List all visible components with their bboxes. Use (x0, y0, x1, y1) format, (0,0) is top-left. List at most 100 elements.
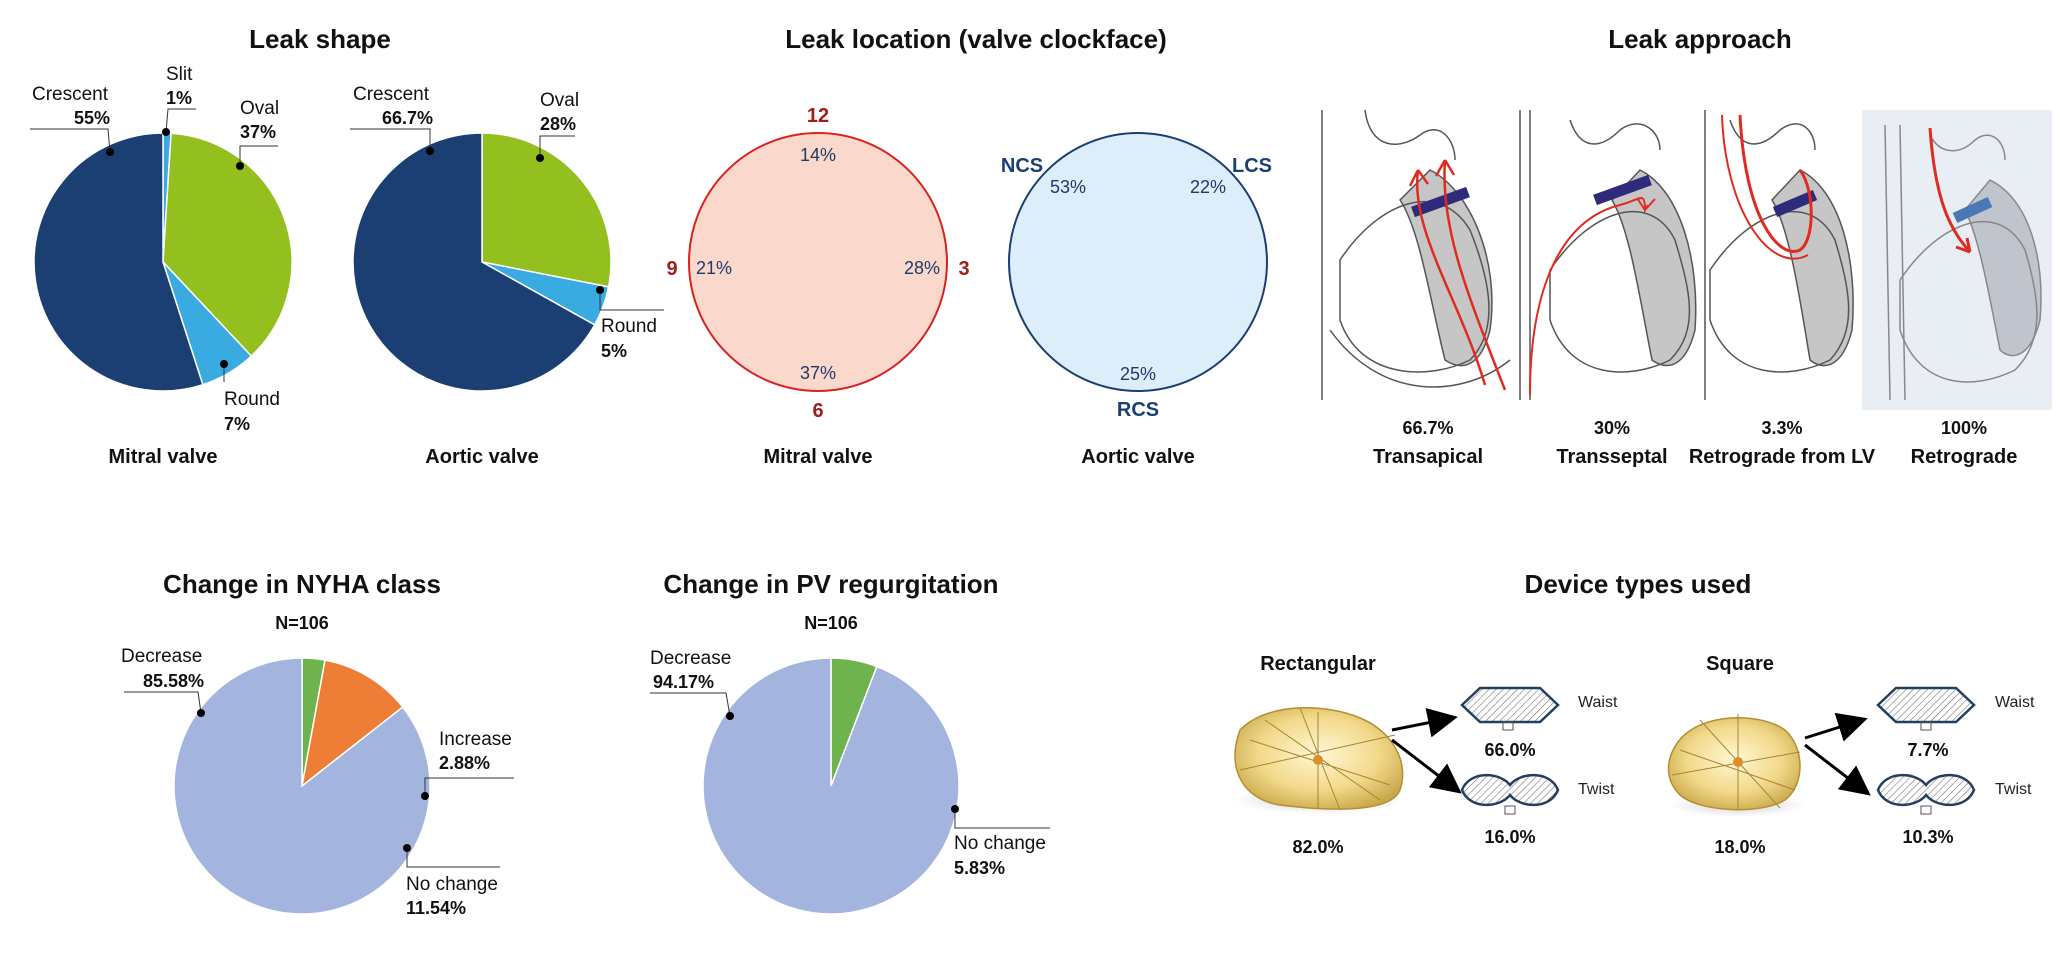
aortic-clockface: NCS LCS RCS 53% 22% 25% Aortic valve (1001, 132, 1272, 468)
dot-increase (421, 792, 429, 800)
dot-crescent (106, 148, 114, 156)
leak-location-title: Leak location (valve clockface) (785, 24, 1167, 54)
label-increase: Increase (439, 729, 512, 750)
heart-illustration-retrograde (1862, 110, 2052, 410)
mitral-clockface: 12 3 6 9 14% 28% 37% 21% Mitral valve (666, 105, 969, 468)
dot-no-change (403, 844, 411, 852)
dot-oval (236, 162, 244, 170)
pv-pie (702, 657, 960, 915)
nyha-subtitle: N=106 (275, 613, 329, 633)
label-crescent: Crescent (32, 84, 109, 105)
label-oval: Oval (240, 98, 279, 119)
pct-lcs: 22% (1190, 177, 1226, 197)
label-no-change-pct: 5.83% (954, 858, 1005, 878)
pv-title: Change in PV regurgitation (663, 569, 998, 599)
clock-6: 6 (812, 400, 823, 422)
aortic-clock-circle (1008, 132, 1268, 392)
approach-label-retrograde: Retrograde (1911, 446, 2018, 468)
approach-label-retrograde-lv: Retrograde from LV (1689, 446, 1876, 468)
arrow-waist (1391, 707, 1458, 738)
leak-shape-title: Leak shape (249, 24, 391, 54)
leak-approach-title: Leak approach (1608, 24, 1792, 54)
heart-illustration-transapical (1321, 109, 1511, 400)
pct-9: 21% (696, 258, 732, 278)
device-square: Square 18.0% Waist 7.7% Twist 10.3% (1667, 653, 2035, 857)
pv-subtitle: N=106 (804, 613, 858, 633)
pct-12: 14% (800, 145, 836, 165)
dot-no-change (951, 805, 959, 813)
waist-label: Waist (1995, 694, 2035, 711)
label-crescent: Crescent (353, 84, 430, 105)
device-pct: 82.0% (1292, 837, 1343, 857)
dot-crescent (426, 147, 434, 155)
clock-rcs: RCS (1117, 399, 1159, 421)
waist-shape-icon (1460, 686, 1560, 724)
nyha-title: Change in NYHA class (163, 569, 441, 599)
label-slit-pct: 1% (166, 88, 192, 108)
nyha-labels: Decrease 85.58% Increase 2.88% No change… (121, 646, 514, 918)
leader-crescent (350, 128, 431, 151)
leader-crescent (30, 128, 111, 153)
leak-shape-aortic-labels: Crescent 66.7% Oval 28% Round 5% (350, 84, 664, 361)
aortic-caption: Aortic valve (1081, 446, 1194, 468)
label-increase-pct: 2.88% (439, 753, 490, 773)
label-oval-pct: 37% (240, 122, 276, 142)
twist-label: Twist (1995, 781, 2032, 798)
nyha-pie (173, 657, 431, 915)
mitral-clock-circle (688, 132, 948, 392)
mitral-caption: Mitral valve (764, 446, 873, 468)
twist-pct: 16.0% (1484, 827, 1535, 847)
label-round-pct: 7% (224, 414, 250, 434)
leader-decrease (650, 692, 731, 717)
leader-no-change (406, 848, 500, 868)
twist-shape-icon (1876, 773, 1976, 807)
approach-pct-retrograde-lv: 3.3% (1761, 418, 1802, 438)
leader-slit (165, 108, 196, 133)
pv-labels: Decrease 94.17% No change 5.83% (650, 648, 1050, 878)
approach-label-transapical: Transapical (1373, 446, 1483, 468)
dot-round (220, 360, 228, 368)
label-decrease: Decrease (650, 648, 731, 669)
dot-decrease (197, 709, 205, 717)
dot-oval (536, 154, 544, 162)
label-no-change: No change (406, 874, 498, 895)
waist-label: Waist (1578, 694, 1618, 711)
waist-shape-icon (1876, 686, 1976, 724)
heart-illustration-transseptal (1519, 110, 1697, 400)
leader-oval (539, 135, 575, 158)
label-round: Round (601, 316, 657, 337)
dot-slit (162, 128, 170, 136)
clock-9: 9 (666, 258, 677, 280)
device-pct: 18.0% (1714, 837, 1765, 857)
pct-6: 37% (800, 363, 836, 383)
approach-pct-transapical: 66.7% (1402, 418, 1453, 438)
label-decrease: Decrease (121, 646, 202, 667)
label-oval: Oval (540, 90, 579, 111)
leak-shape-mitral-pie (33, 132, 293, 392)
leader-oval (239, 145, 278, 166)
pie-slice-decrease (173, 657, 431, 915)
arrow-twist (1804, 743, 1871, 796)
pie-slice-crescent (352, 132, 596, 392)
approach-pct-transseptal: 30% (1594, 418, 1630, 438)
pie-slice-decrease (702, 657, 960, 915)
label-decrease-pct: 85.58% (143, 671, 204, 691)
device-name: Square (1706, 653, 1774, 675)
clock-ncs: NCS (1001, 155, 1043, 177)
label-round-pct: 5% (601, 341, 627, 361)
leader-increase (424, 777, 514, 796)
leader-decrease (124, 691, 202, 714)
device-types-title: Device types used (1525, 569, 1752, 599)
pct-ncs: 53% (1050, 177, 1086, 197)
label-crescent-pct: 66.7% (382, 108, 433, 128)
label-no-change: No change (954, 833, 1046, 854)
arrow-waist (1804, 712, 1868, 742)
waist-pct: 7.7% (1907, 740, 1948, 760)
label-round: Round (224, 389, 280, 410)
device-name: Rectangular (1260, 653, 1376, 675)
pie-slice-oval (162, 132, 293, 358)
dot-round (596, 286, 604, 294)
twist-shape-icon (1460, 773, 1560, 807)
pie-slice-no-change (300, 659, 404, 788)
